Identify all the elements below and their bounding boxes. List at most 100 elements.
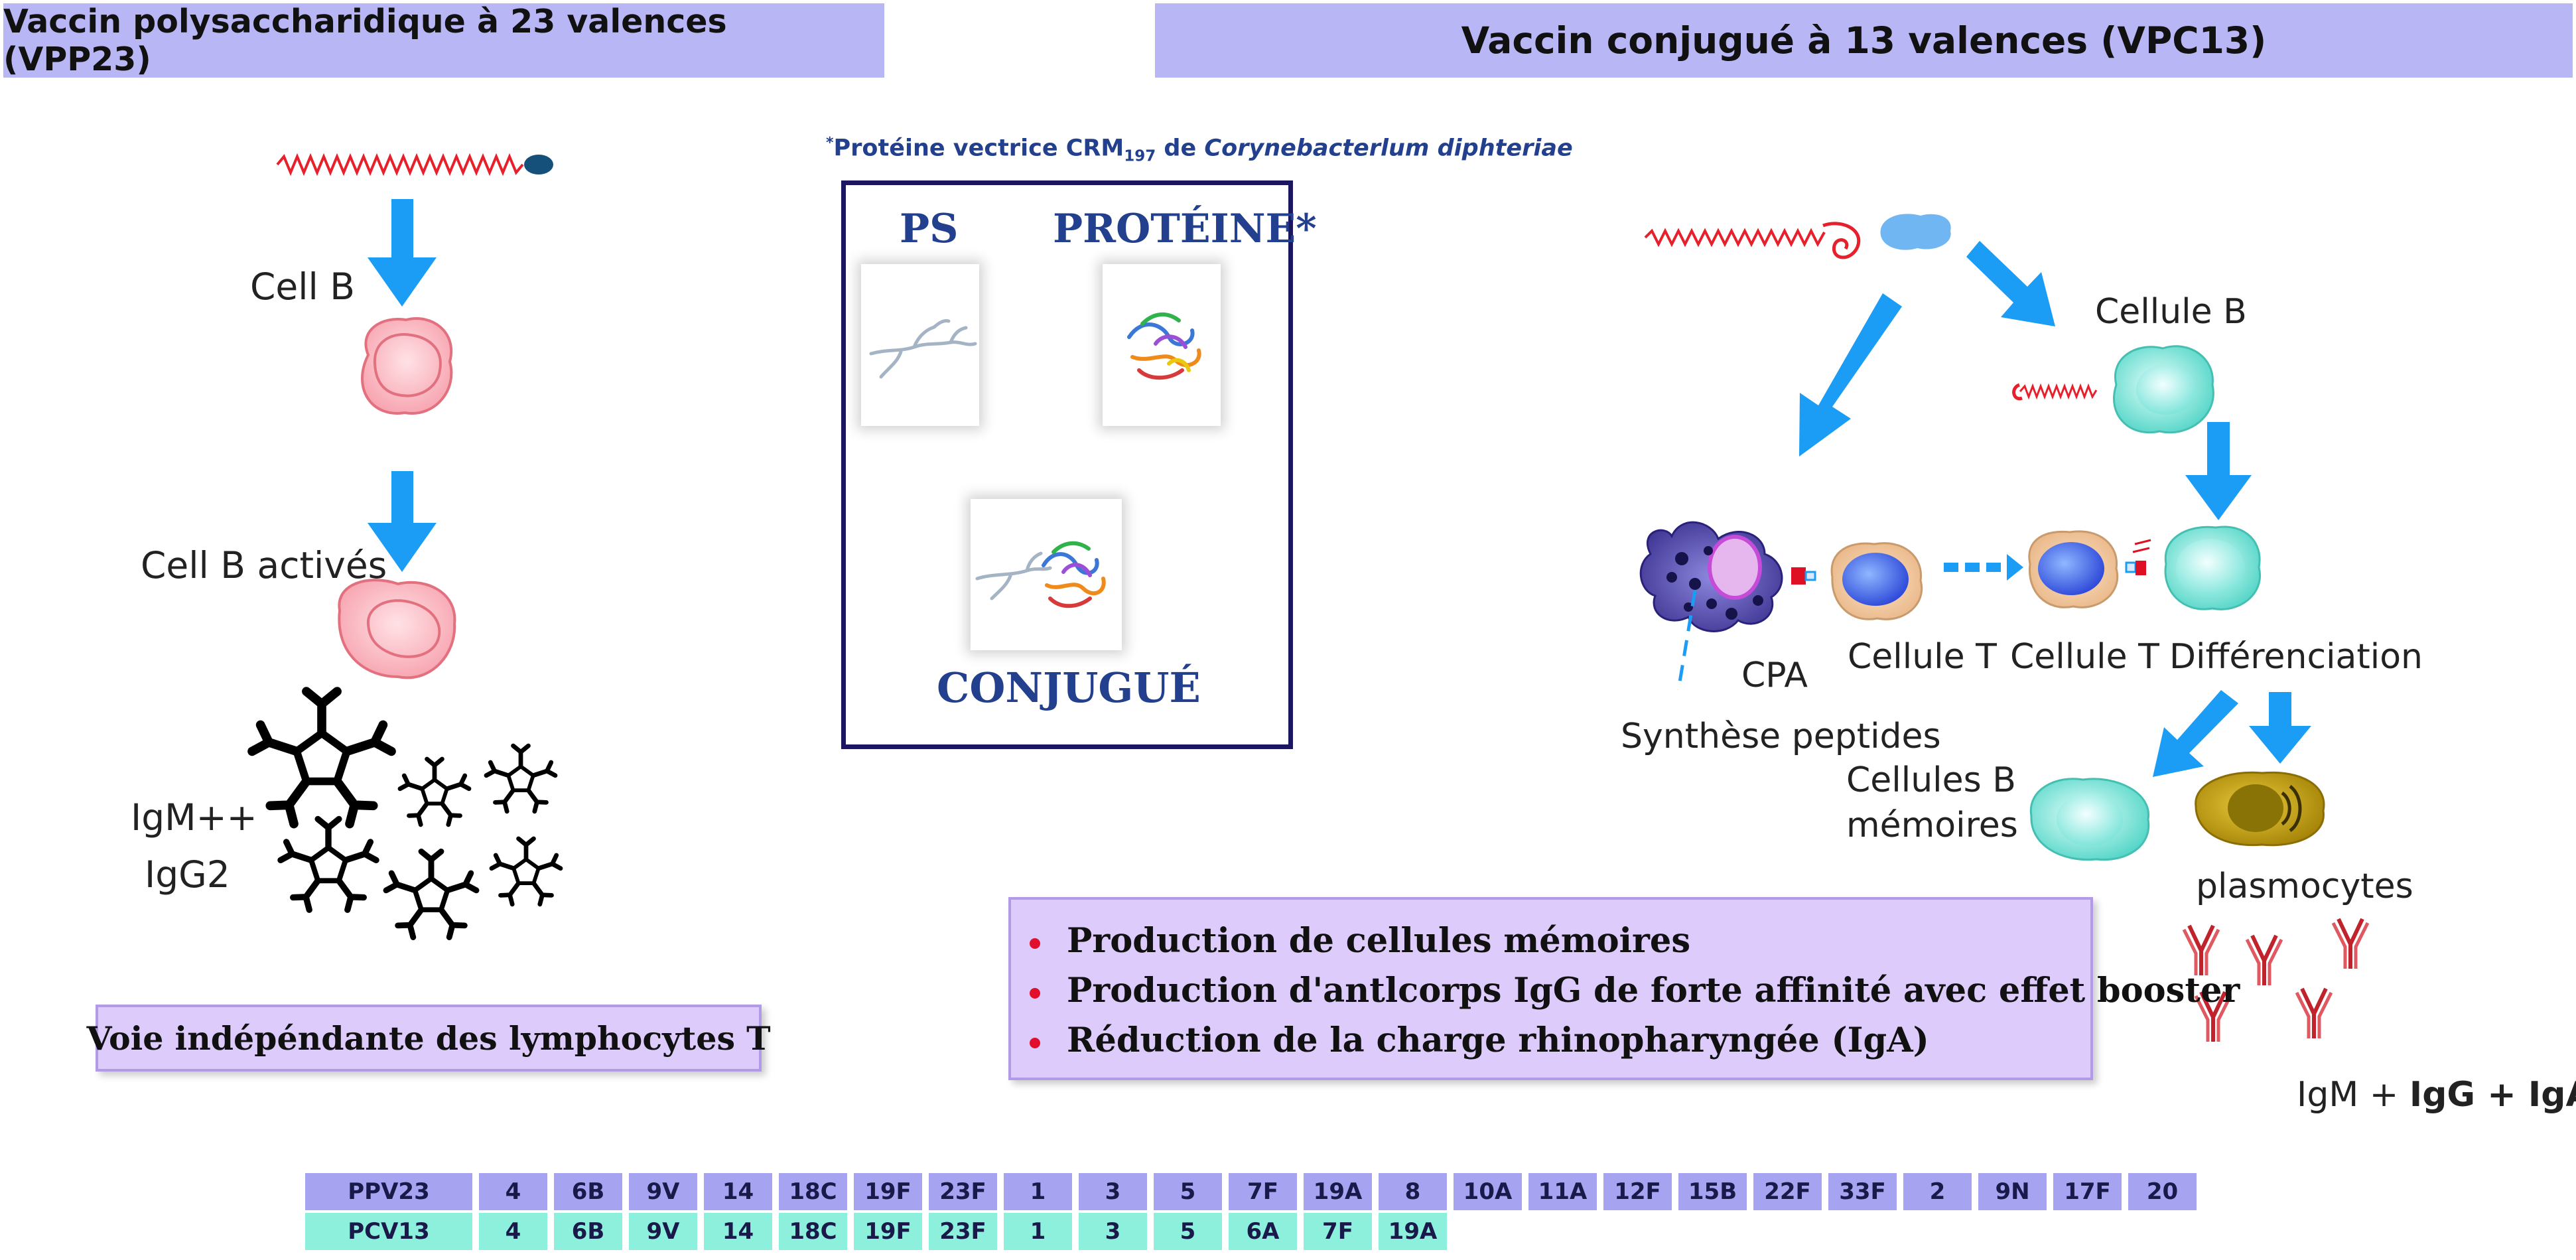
igm-antibodies — [252, 691, 561, 937]
note-mid: de — [1156, 135, 1205, 162]
label-igg2: IgG2 — [145, 853, 230, 896]
serotype-cell: 9V — [629, 1173, 697, 1210]
label-memory-2: mémoires — [1846, 805, 2018, 845]
pcv13-row: PCV13 4 6B 9V 14 18C 19F 23F 1 3 5 6A 7F… — [305, 1213, 2197, 1250]
pink-cell-2 — [338, 579, 456, 679]
label-cellule-b: Cellule B — [2095, 292, 2247, 332]
pcv13-label: PCV13 — [305, 1213, 472, 1250]
serotype-cell: 20 — [2128, 1173, 2197, 1210]
benefit-item: Production d'antlcorps IgG de forte affi… — [1030, 966, 2240, 1016]
serotype-cell: 10A — [1454, 1173, 1522, 1210]
serotype-cell: 3 — [1079, 1213, 1147, 1250]
benefits-box: Production de cellules mémoires Producti… — [1008, 897, 2240, 1080]
label-result: IgM + IgG + IgA — [2297, 1075, 2576, 1115]
benefit-item: Production de cellules mémoires — [1030, 916, 2090, 966]
dashed-arrow — [1944, 554, 2023, 581]
cpa-cell — [1639, 521, 1816, 691]
right-antigen — [1644, 214, 1951, 259]
serotype-cell: 3 — [1079, 1173, 1147, 1210]
bullet-dot — [1030, 938, 1040, 949]
plasmocyte-cell — [2195, 771, 2325, 847]
serotype-cell: 4 — [479, 1173, 547, 1210]
label-synthese: Synthèse peptides — [1621, 717, 1941, 756]
label-plasmocytes: plasmocytes — [2196, 867, 2413, 906]
blue-arrow-down-2 — [368, 471, 437, 572]
benefit-text: Production d'antlcorps IgG de forte affi… — [1067, 971, 2240, 1011]
serotype-cell: 7F — [1304, 1213, 1372, 1250]
label-cellule-t-2: Cellule T — [2010, 637, 2159, 677]
right-arrows — [1799, 241, 2311, 777]
serotype-cell: 19A — [1379, 1213, 1447, 1250]
cellule-b-cell — [2012, 345, 2214, 434]
serotype-cell: 14 — [704, 1213, 772, 1250]
serotype-cell: 11A — [1528, 1173, 1597, 1210]
label-cpa: CPA — [1741, 656, 1808, 695]
serotype-cell: 6A — [1229, 1213, 1297, 1250]
bullet-dot — [1030, 1038, 1040, 1048]
ppv23-row: PPV23 4 6B 9V 14 18C 19F 23F 1 3 5 7F 19… — [305, 1173, 2197, 1210]
serotype-cell: 9N — [1978, 1173, 2047, 1210]
serotype-cell: 15B — [1678, 1173, 1747, 1210]
ps-label: PS — [900, 206, 959, 252]
carrier-note: *Protéine vectrice CRM197 de Corynebacte… — [826, 135, 1573, 165]
label-differenciation: Différenciation — [2169, 637, 2423, 677]
protein-label: PROTÉINE* — [1053, 206, 1317, 252]
serotype-cell: 5 — [1154, 1213, 1222, 1250]
ppv23-label: PPV23 — [305, 1173, 472, 1210]
benefits-list: Production de cellules mémoires Producti… — [1030, 916, 2240, 1066]
serotype-cell: 8 — [1379, 1173, 1447, 1210]
serotype-cell: 33F — [1828, 1173, 1897, 1210]
label-cell-b-active: Cell B activés — [141, 544, 387, 587]
benefit-text: Production de cellules mémoires — [1067, 921, 1691, 961]
pathway-box: Voie indépéndante des lymphocytes T — [86, 1005, 771, 1072]
protein-thumb — [1103, 264, 1221, 426]
serotype-cell: 4 — [479, 1213, 547, 1250]
bullet-dot — [1030, 988, 1040, 999]
result-igm: IgM + — [2297, 1075, 2409, 1115]
t-cell-2 — [2028, 530, 2151, 608]
left-polysaccharide — [276, 153, 553, 176]
protein-structure-icon — [1127, 312, 1201, 380]
serotype-cell: 19F — [854, 1173, 922, 1210]
t-cell-1 — [1830, 542, 1923, 620]
serotype-cell: 23F — [929, 1173, 997, 1210]
title-right: Vaccin conjugué à 13 valences (VPC13) — [1461, 19, 2267, 62]
title-bar-right: Vaccin conjugué à 13 valences (VPC13) — [1155, 3, 2573, 78]
title-bar-left: Vaccin polysaccharidique à 23 valences (… — [3, 3, 884, 78]
serotype-cell: 7F — [1229, 1173, 1297, 1210]
label-cell-b: Cell B — [250, 265, 356, 308]
conjugate-icon — [975, 541, 1106, 608]
serotype-cell: 12F — [1603, 1173, 1672, 1210]
memory-b-cell — [2029, 778, 2150, 861]
conjugate-label: CONJUGUÉ — [937, 664, 1201, 712]
pathway-text: Voie indépéndante des lymphocytes T — [86, 1018, 771, 1058]
serotype-cell: 6B — [554, 1213, 622, 1250]
serotype-cell: 5 — [1154, 1173, 1222, 1210]
note-sub: 197 — [1124, 147, 1156, 165]
label-memory-1: Cellules B — [1846, 760, 2016, 800]
polysaccharide-thumb — [861, 264, 979, 426]
note-star: * — [826, 135, 834, 151]
serotype-cell: 19F — [854, 1213, 922, 1250]
serotype-cell: 1 — [1004, 1173, 1072, 1210]
b-cell-differentiation — [2164, 525, 2261, 610]
serotype-cell: 9V — [629, 1213, 697, 1250]
serotype-cell: 14 — [704, 1173, 772, 1210]
benefit-item: Réduction de la charge rhinopharyngée (I… — [1030, 1016, 2090, 1066]
pink-cell-1 — [361, 317, 453, 415]
serotype-cell: 19A — [1304, 1173, 1372, 1210]
polysaccharide-icon — [869, 319, 977, 379]
benefit-text: Réduction de la charge rhinopharyngée (I… — [1067, 1020, 1929, 1060]
label-igm: IgM++ — [131, 796, 257, 839]
blue-arrow-down-1 — [368, 199, 437, 307]
serotype-cell: 2 — [1903, 1173, 1972, 1210]
serotype-cell: 17F — [2053, 1173, 2122, 1210]
serotype-cell: 1 — [1004, 1213, 1072, 1250]
note-prefix: Protéine vectrice CRM — [833, 135, 1124, 162]
result-igg-iga: IgG + IgA — [2409, 1075, 2576, 1115]
serotype-cell: 18C — [779, 1213, 847, 1250]
serotype-cell: 22F — [1753, 1173, 1822, 1210]
serotype-cell: 6B — [554, 1173, 622, 1210]
serotype-table: PPV23 4 6B 9V 14 18C 19F 23F 1 3 5 7F 19… — [305, 1173, 2197, 1250]
